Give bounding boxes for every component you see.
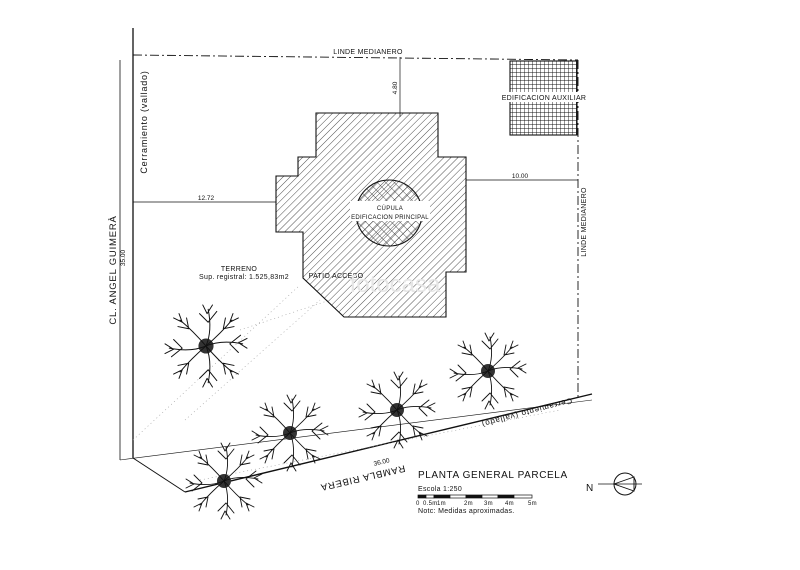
cerramiento-left-label: Cerramiento (vallado): [139, 70, 149, 173]
main-building-label: EDIFICACION PRINCIPAL: [351, 215, 429, 221]
tree: [164, 304, 248, 388]
street-bottom-label: RAMBLA RIBERA: [319, 462, 406, 492]
north-arrow: N: [586, 472, 642, 496]
dimension-right: 10.00: [512, 173, 529, 180]
dimension-left: 12.72: [198, 195, 215, 202]
plan-note: Notc: Medidas aproximadas.: [418, 508, 515, 515]
bottom-boundary-line: [184, 393, 593, 493]
plan-title: PLANTA GENERAL PARCELA: [418, 470, 568, 481]
linde-right-label: LINDE MEDIANERO: [581, 187, 588, 257]
scale-tick: 4m: [505, 501, 514, 507]
street-bottom-edge: [119, 399, 593, 461]
dimension-side: 35.00: [120, 249, 127, 266]
tree: [449, 332, 527, 410]
dimension-top: 4.80: [392, 81, 399, 94]
dimension-lines: [133, 57, 578, 203]
tree: [358, 371, 436, 449]
scale-label: Escola 1:250: [418, 486, 462, 493]
patio-label: PATIO ACCESO: [309, 273, 364, 280]
auxiliary-label-bg: [508, 92, 580, 102]
linde-top-label: LINDE MEDIANERO: [333, 49, 403, 56]
scale-tick: 2m: [464, 501, 473, 507]
terreno-area: Sup. registral: 1.525,83m2: [199, 274, 289, 281]
scale-tick: 0.5m: [423, 501, 438, 507]
corner-boundary-line: [132, 457, 186, 493]
dimension-bottom: 36.00: [373, 457, 391, 468]
scale-tick: 0: [416, 501, 420, 507]
street-left-label: CL. ANGEL GUIMERÀ: [108, 215, 119, 324]
cupula-label-bg: [350, 201, 430, 221]
title-block: PLANTA GENERAL PARCELA Escola 1:250 0 0.…: [416, 470, 568, 515]
terreno-title: TERRENO: [221, 266, 258, 273]
scale-ticks: 0 0.5m 1m 2m 3m 4m 5m: [416, 501, 537, 507]
tree: [185, 442, 263, 520]
scale-bar: [417, 494, 533, 499]
north-label: N: [586, 483, 593, 494]
dimension-labels: 4.80 12.72 10.00 35.00 36.00: [120, 81, 529, 467]
auxiliary-building-label: EDIFICACION AUXILIAR: [502, 95, 587, 102]
plot-boundaries: [119, 28, 593, 493]
watermark: fotocasa: [350, 271, 441, 298]
cupula-label: CÚPULA: [377, 205, 403, 212]
scale-tick: 1m: [437, 501, 446, 507]
top-boundary-line: [132, 54, 579, 61]
scale-tick: 5m: [528, 501, 537, 507]
scale-tick: 3m: [484, 501, 493, 507]
